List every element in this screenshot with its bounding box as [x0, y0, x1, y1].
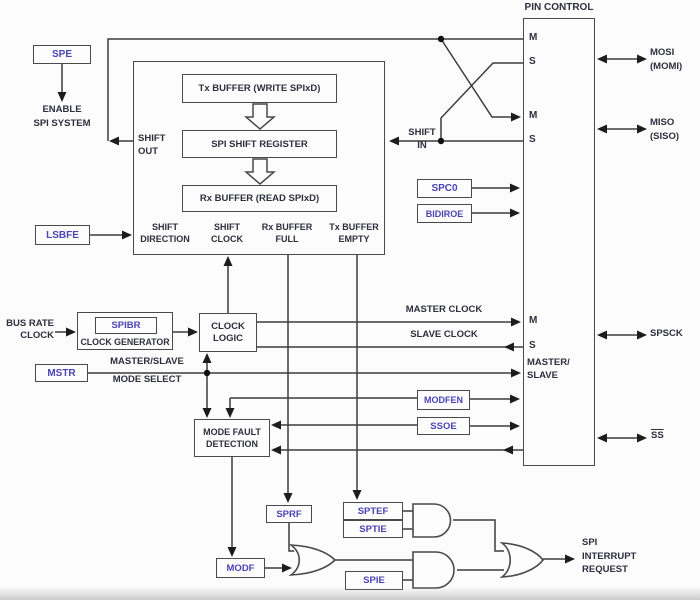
- mode-select-line2-label: MODE SELECT: [112, 374, 182, 385]
- ss-pin-label: SS: [651, 430, 664, 443]
- spi-shift-register-box: SPI SHIFT REGISTER: [182, 130, 337, 158]
- and1-out-wire: [453, 519, 504, 552]
- junction-dots: [203, 35, 445, 377]
- crossover-from-s1: [440, 62, 523, 141]
- bidiroe-label: BIDIROE: [425, 208, 464, 219]
- arrowheads: [57, 54, 647, 573]
- tx-buffer-box: Tx BUFFER (WRITE SPIxD): [182, 74, 337, 103]
- shift-register-container-box: [133, 61, 385, 255]
- pin-control-title-text: PIN CONTROL: [524, 2, 594, 13]
- spsck-pin-label: SPSCK: [650, 328, 683, 339]
- mstr-label: MSTR: [47, 367, 76, 379]
- miso-pin-label: MISO(SISO): [650, 117, 680, 142]
- mode-fault-detection-box: MODE FAULT DETECTION: [194, 419, 270, 457]
- pin-s3-label: S: [529, 340, 536, 351]
- pin-master-slave-label: MASTER/ SLAVE: [527, 356, 570, 382]
- pin-master-text: MASTER/: [527, 357, 570, 368]
- spe-register-box: SPE: [33, 45, 91, 64]
- pin-s2-label: S: [529, 134, 536, 145]
- pin-control-title: PIN CONTROL: [519, 2, 599, 15]
- sptie-register-box: SPTIE: [343, 520, 403, 538]
- sptef-and-gate: [412, 503, 452, 538]
- clock-generator-text: CLOCK GENERATOR: [80, 337, 170, 347]
- crossover-to-m2: [440, 38, 514, 118]
- tx-buffer-label: Tx BUFFER (WRITE SPIxD): [198, 83, 321, 94]
- sptef-label: SPTEF: [357, 505, 389, 517]
- modf-or-gate: [288, 544, 337, 576]
- sptie-label: SPTIE: [359, 523, 387, 535]
- lsbfe-register-box: LSBFE: [35, 225, 90, 245]
- modfen-label: MODFEN: [424, 395, 463, 405]
- shift-out-top-wire: [107, 38, 523, 141]
- sprf-register-box: SPRF: [266, 505, 312, 523]
- logic-gates: [288, 503, 545, 589]
- master-clock-label: MASTER CLOCK: [405, 304, 483, 315]
- mode-select-line1-label: MASTER/SLAVE: [110, 356, 184, 367]
- bidiroe-register-box: BIDIROE: [417, 204, 472, 223]
- sprf-or-wire: [288, 523, 294, 552]
- sptef-and-wire: [403, 510, 413, 530]
- rx-buffer-box: Rx BUFFER (READ SPIxD): [182, 185, 337, 212]
- spe-label: SPE: [51, 49, 72, 60]
- sprf-label: SPRF: [276, 508, 302, 520]
- mosi-pin-label: MOSI(MOMI): [650, 47, 683, 72]
- clock-logic-line2: LOGIC: [212, 332, 244, 344]
- mode-fault-line1: MODE FAULT: [203, 427, 261, 437]
- pin-m3-label: M: [529, 315, 538, 326]
- spie-label: SPIE: [363, 575, 385, 586]
- modf-register-box: MODF: [216, 558, 265, 578]
- spi-shift-register-label: SPI SHIFT REGISTER: [211, 138, 308, 150]
- spc0-label: SPC0: [431, 183, 458, 194]
- pin-m1-label: M: [529, 32, 538, 43]
- ssoe-register-box: SSOE: [417, 417, 470, 435]
- mstr-register-box: MSTR: [35, 364, 88, 382]
- clock-generator-label: CLOCK GENERATOR: [79, 336, 171, 349]
- modfen-register-box: MODFEN: [417, 390, 470, 410]
- tx-to-shift-block-arrow: [243, 103, 277, 130]
- pin-s1-label: S: [529, 56, 536, 67]
- spie-and-gate: [412, 551, 455, 589]
- ss-overline-text: SS: [651, 430, 664, 441]
- ssoe-wire: [280, 424, 513, 427]
- rx-buffer-label: Rx BUFFER (READ SPIxD): [199, 193, 320, 204]
- lsbfe-label: LSBFE: [46, 229, 79, 241]
- spibr-label: SPIBR: [111, 320, 141, 331]
- clock-logic-line1: CLOCK: [211, 320, 245, 332]
- block-arrows: [243, 103, 277, 185]
- pin-slave-text: SLAVE: [527, 370, 558, 381]
- sptef-register-box: SPTEF: [343, 502, 403, 520]
- ssoe-label: SSOE: [430, 420, 457, 432]
- scan-artifact-band: [0, 587, 700, 600]
- irq-or-gate: [499, 542, 545, 578]
- shift-to-rx-block-arrow: [243, 158, 277, 185]
- clock-logic-box: CLOCK LOGIC: [199, 313, 257, 352]
- spc0-register-box: SPC0: [417, 179, 472, 198]
- slave-clock-label: SLAVE CLOCK: [410, 329, 478, 340]
- mode-fault-line2: DETECTION: [205, 439, 258, 449]
- spibr-register-box: SPIBR: [95, 317, 157, 334]
- pin-m2-label: M: [529, 110, 538, 121]
- modf-label: MODF: [226, 562, 255, 574]
- modfen-wire: [229, 397, 513, 411]
- pin-control-box: [523, 18, 595, 466]
